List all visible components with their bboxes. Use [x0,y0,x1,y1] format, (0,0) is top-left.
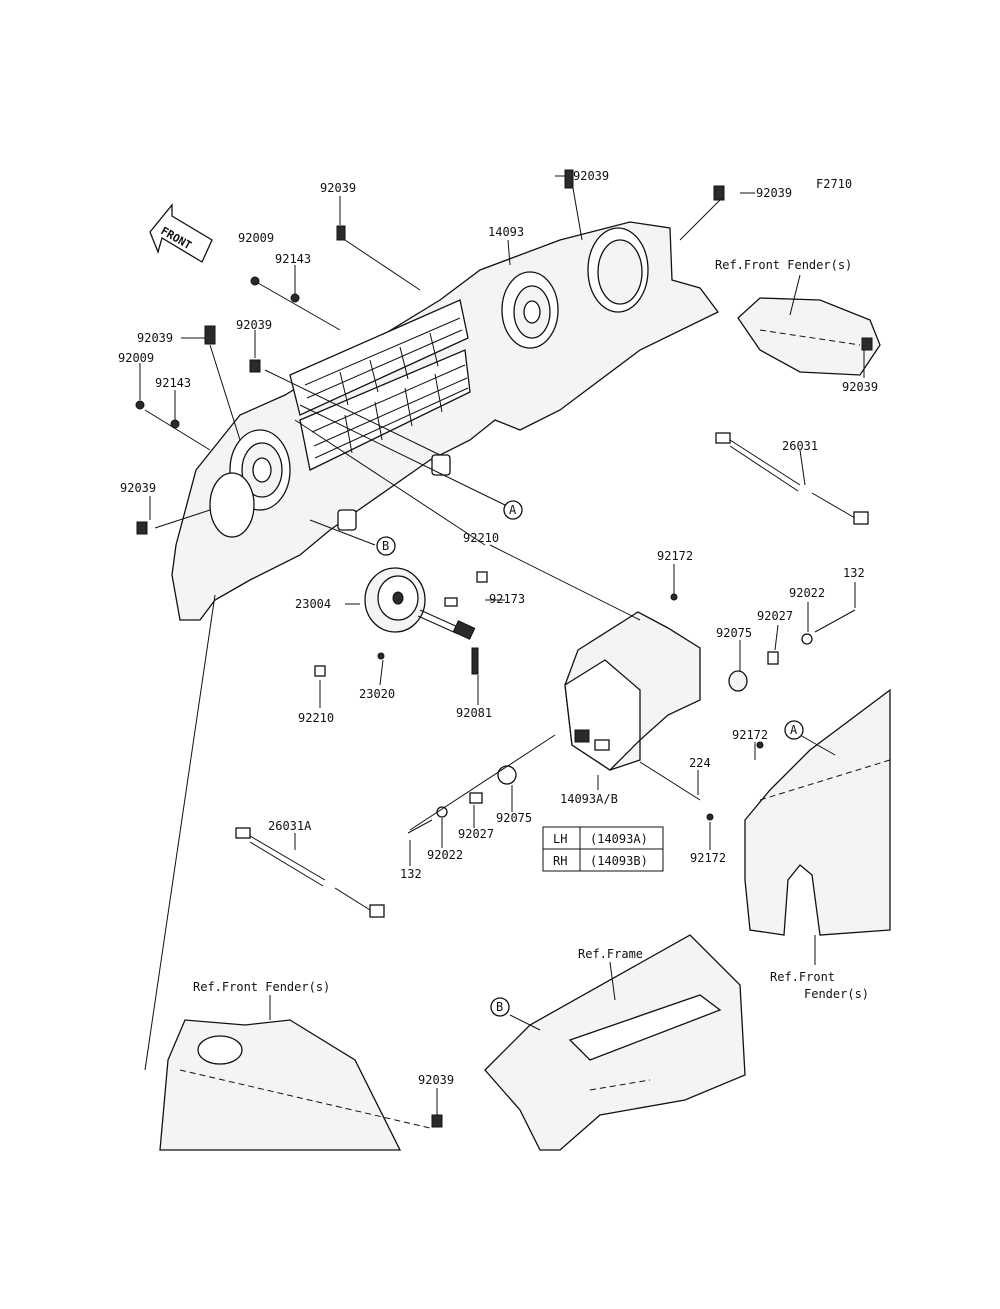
part-label: 14093 [488,225,524,239]
part-label: 92172 [690,851,726,865]
part-label: 92172 [657,549,693,563]
part-label: 92039 [120,481,156,495]
variant-side: LH [553,832,567,846]
front-direction-arrow: FRONT [149,203,213,263]
part-label: 132 [400,867,422,881]
callout-b-lower: B [490,997,510,1017]
part-label: 92039 [842,380,878,394]
figure-code: F2710 [816,177,852,191]
svg-text:A: A [790,723,798,737]
part-label: 92027 [757,609,793,623]
part-label: 92009 [118,351,154,365]
part-label: 23004 [295,597,331,611]
svg-text:B: B [496,1000,503,1014]
svg-text:B: B [382,539,389,553]
part-label: 92210 [298,711,334,725]
part-labels: 92039 92039 92039 14093 92009 92143 9203… [118,169,878,1087]
part-label: 92039 [573,169,609,183]
variant-table: LH (14093A) RH (14093B) [542,826,664,872]
part-label: 224 [689,756,711,770]
front-fender-lower-left [159,1019,431,1151]
variant-side: RH [553,854,567,868]
part-label: 92039 [756,186,792,200]
clip-fasteners [135,169,873,1128]
part-label: 92173 [489,592,525,606]
bracket-14093AB [564,611,701,771]
part-label: 92027 [458,827,494,841]
ref-front-fender-right-2: Fender(s) [804,987,869,1001]
part-label: 14093A/B [560,792,618,806]
front-fender-upper-right [737,297,881,376]
part-label: 26031 [782,439,818,453]
part-label: 92143 [275,252,311,266]
part-label: 92143 [155,376,191,390]
hardware [314,571,856,834]
callout-a-lower: A [784,720,804,740]
ref-frame: Ref.Frame [578,947,643,961]
svg-text:A: A [509,503,517,517]
part-label: 132 [843,566,865,580]
ref-front-fender-right-1: Ref.Front [770,970,835,984]
part-label: 23020 [359,687,395,701]
part-label: 92210 [463,531,499,545]
part-label: 92075 [716,626,752,640]
wire-harness-26031A [235,827,385,918]
ref-front-fender-top: Ref.Front Fender(s) [715,258,852,272]
part-label: 92009 [238,231,274,245]
part-label: 92039 [236,318,272,332]
callout-a-upper: A [503,500,523,520]
part-label: 92022 [789,586,825,600]
wire-harness-26031 [715,432,869,525]
leader-lines [139,175,865,1115]
part-label: 92172 [732,728,768,742]
part-label: 92075 [496,811,532,825]
front-fender-right [744,688,891,936]
part-label: 92039 [137,331,173,345]
callout-b-upper: B [376,536,396,556]
part-label: 92039 [418,1073,454,1087]
part-label: 92022 [427,848,463,862]
headlamp-23004 [364,567,476,640]
headlight-cowl [171,221,719,621]
ref-front-fender-bottom: Ref.Front Fender(s) [193,980,330,994]
variant-part: (14093A) [590,832,648,846]
part-label: 92039 [320,181,356,195]
part-label: 92081 [456,706,492,720]
reference-labels: Ref.Front Fender(s) Ref.Front Fender(s) … [193,258,869,1001]
frame [484,934,746,1151]
variant-part: (14093B) [590,854,648,868]
part-label: 26031A [268,819,312,833]
